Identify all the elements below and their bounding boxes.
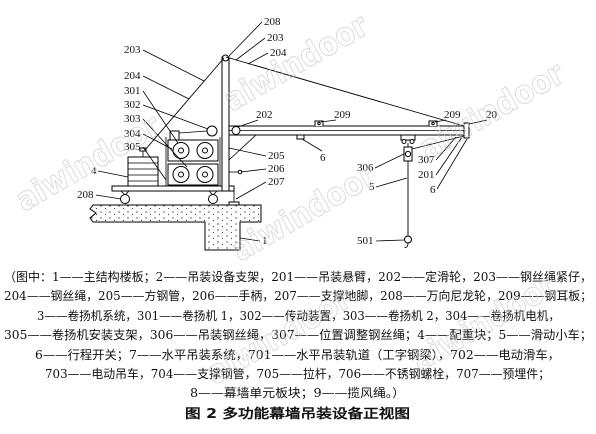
boom-brace: [228, 134, 257, 161]
callout-label: 307: [418, 154, 435, 166]
drawing: [89, 21, 488, 251]
callouts: 208 203 204 203 204 301 302 303 304 305 …: [77, 16, 498, 247]
winch-1-drum-hub: [178, 147, 184, 154]
floor-slab-texture: [90, 205, 261, 250]
callout-label: 501: [357, 235, 374, 247]
winch-1-drum-hub: [202, 147, 208, 154]
callout-label: 301: [124, 85, 141, 97]
transmission-belt: [178, 130, 208, 134]
callout-label: 201: [418, 169, 435, 181]
nylon-wheel: [208, 194, 218, 204]
hook: [404, 242, 409, 248]
boom-end-plate: [463, 122, 470, 139]
callout-label: 305: [124, 141, 141, 153]
callout-label: 302: [124, 99, 141, 111]
callout-label: 206: [268, 163, 285, 175]
callout-label: 209: [444, 109, 461, 121]
caption-line: 703——电动吊车，704——支撑钢管，705——拉杆，706——不锈钢螺栓，7…: [45, 366, 550, 381]
main-wire-rope: [225, 56, 465, 127]
caption-line: 305——卷扬机安装支架，306——吊装钢丝绳，307——位置调整钢丝绳；4——…: [4, 327, 592, 342]
hoist-block-sheave: [404, 150, 412, 158]
caption-line: 204——钢丝绳，205——方钢管，206——手柄，207——支撑地脚，208—…: [4, 288, 592, 303]
fixed-pulley: [231, 126, 241, 135]
callout-label: 209: [334, 109, 351, 121]
base-plate: [111, 185, 235, 192]
callout-label: 20: [486, 109, 498, 121]
winch-2-drum-hub: [178, 171, 184, 178]
caption-line: 6——行程开关；7——水平吊装系统，701——水平吊装轨道（工字钢梁），702—…: [35, 347, 560, 362]
counterweight-layers: [128, 162, 158, 182]
winch-motor: [169, 130, 180, 141]
caption: （图中：1——主结构楼板；2——吊装设备支架，201——吊装悬臂，202——定滑…: [4, 269, 592, 422]
sliding-trolley: [400, 134, 416, 141]
hook-ball: [404, 235, 412, 244]
support-foot: [228, 201, 240, 206]
leader-lines: [95, 21, 488, 242]
trolley-wheel: [409, 139, 415, 144]
callout-label: 1: [262, 235, 268, 247]
mast-top-pulley: [222, 54, 229, 62]
ear-plate-hole: [431, 121, 435, 126]
transmission-wheel: [206, 125, 218, 137]
callout-label: 303: [124, 113, 141, 125]
nylon-wheel: [120, 194, 130, 204]
callout-label: 202: [256, 109, 273, 121]
callout-label: 204: [270, 47, 287, 59]
caption-line: （图中：1——主结构楼板；2——吊装设备支架，201——吊装悬臂，202——定滑…: [4, 269, 592, 284]
callout-label: 208: [264, 16, 281, 28]
ear-plate-hole: [317, 121, 321, 126]
travel-switch: [296, 134, 305, 140]
caption-line: 8——幕墙单元板块；9——揽风绳。）: [190, 386, 405, 400]
trolley-wheel: [401, 139, 407, 144]
mast: [221, 56, 230, 192]
callout-label: 5: [369, 181, 375, 193]
callout-label: 6: [430, 184, 436, 196]
callout-label: 205: [268, 150, 285, 162]
callout-label: 203: [267, 32, 284, 44]
counterweight: [127, 156, 159, 187]
callout-label: 204: [124, 70, 141, 82]
callout-label: 208: [77, 189, 94, 201]
winch-2-drum-hub: [202, 171, 208, 178]
callout-label: 306: [357, 162, 374, 174]
callout-label: 6: [320, 152, 326, 164]
callout-label: 4: [91, 165, 97, 177]
back-stay-wire: [144, 57, 225, 151]
caption-line: 3——卷扬机系统，301——卷扬机 1，302——传动装置，303——卷扬机 2…: [37, 308, 560, 323]
callout-label: 207: [268, 176, 285, 188]
callout-label: 304: [124, 128, 141, 140]
figure-title: 图 2 多功能幕墙吊装设备正视图: [185, 406, 410, 422]
callout-label: 203: [124, 44, 141, 56]
